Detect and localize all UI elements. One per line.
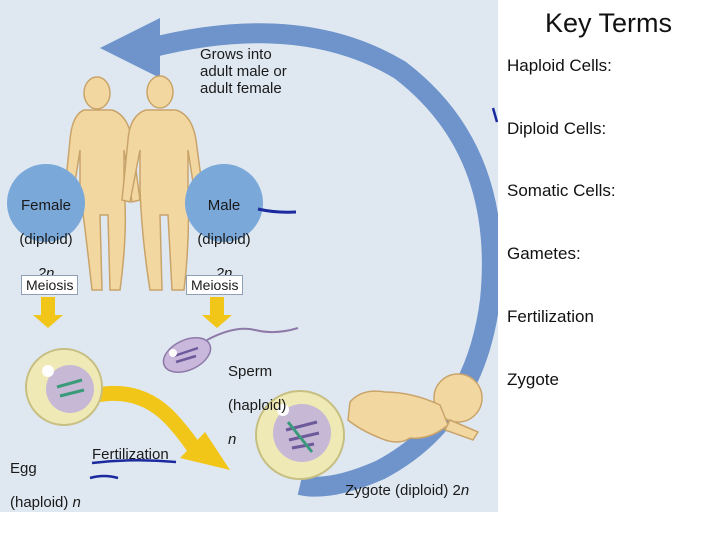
fertilization-label: Fertilization	[92, 446, 169, 463]
egg-label-line2: (haploid)	[10, 494, 68, 511]
life-cycle-figure: Grows into adult male or adult female Fe…	[0, 0, 498, 512]
sperm-label-line2: (haploid)	[228, 397, 286, 414]
meiosis-right-label: Meiosis	[186, 275, 243, 295]
meiosis-right-arrow	[202, 297, 232, 328]
term-zygote: Zygote	[507, 370, 559, 390]
meiosis-left-label: Meiosis	[21, 275, 78, 295]
egg-label-n: n	[73, 494, 81, 511]
female-label-line1: Female	[10, 197, 82, 214]
ink-mark	[493, 108, 497, 122]
term-somatic-cells: Somatic Cells:	[507, 181, 616, 201]
baby-figure	[348, 374, 482, 442]
grows-label: Grows into adult male or adult female	[200, 46, 287, 97]
term-haploid-cells: Haploid Cells:	[507, 56, 612, 76]
zygote-label: Zygote (diploid) 2n	[345, 482, 469, 499]
sperm-label-line1: Sperm	[228, 363, 286, 380]
sperm-label: Sperm (haploid) n	[228, 346, 286, 465]
female-label-line2: (diploid)	[10, 231, 82, 248]
ink-underline-egg	[90, 476, 118, 478]
cycle-arrow-head	[100, 18, 160, 78]
egg-label: Egg (haploid) n	[10, 443, 81, 512]
zygote-label-n: n	[461, 482, 469, 499]
sperm-label-line3: n	[228, 431, 286, 448]
male-label-line1: Male	[188, 197, 260, 214]
key-terms-title: Key Terms	[545, 8, 672, 39]
egg-cell	[26, 349, 102, 425]
male-label-line2: (diploid)	[188, 231, 260, 248]
egg-label-line1: Egg	[10, 460, 81, 477]
term-fertilization: Fertilization	[507, 307, 594, 327]
term-diploid-cells: Diploid Cells:	[507, 119, 606, 139]
term-gametes: Gametes:	[507, 244, 581, 264]
egg-label-line2-wrap: (haploid) n	[10, 494, 81, 511]
ink-underline-male	[258, 209, 296, 212]
meiosis-left-arrow	[33, 297, 63, 328]
zygote-label-text: Zygote (diploid) 2	[345, 482, 461, 499]
key-terms-panel	[498, 0, 720, 540]
